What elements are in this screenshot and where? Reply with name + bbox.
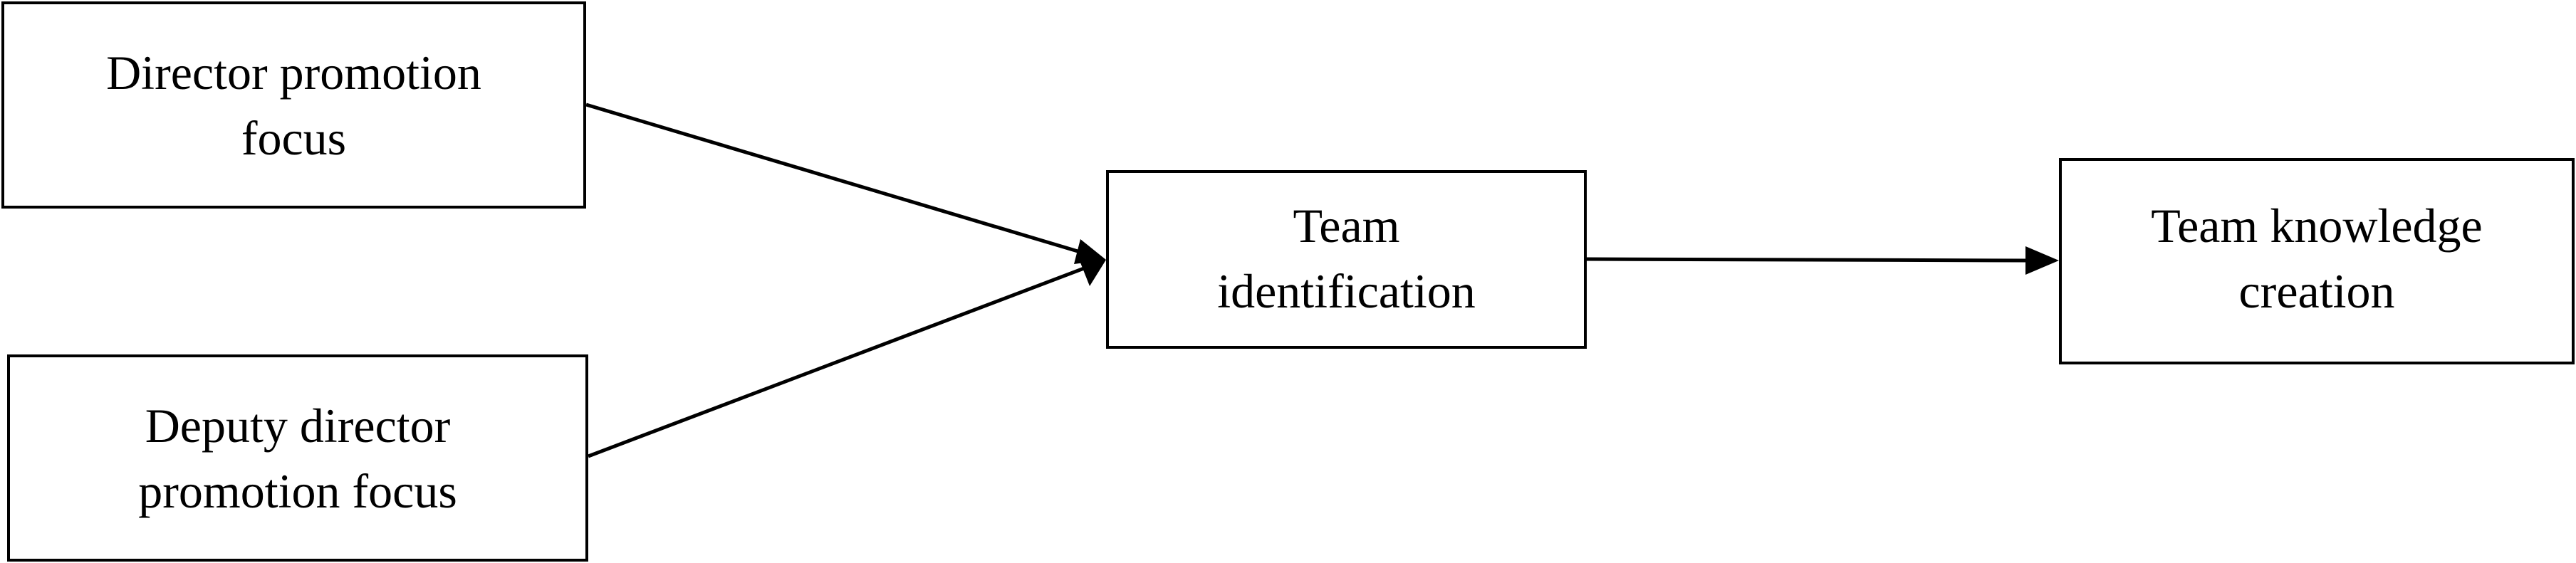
node-label: Team identification [1217, 198, 1476, 318]
node-director-promotion-focus: Director promotion focus [1, 1, 586, 209]
node-label: Team knowledge creation [2151, 199, 2483, 318]
arrow-line [585, 102, 1083, 255]
edge-director-to-identification [585, 102, 1106, 264]
edge-deputy-to-identification [588, 259, 1106, 458]
node-label: Deputy director promotion focus [138, 398, 457, 518]
arrowhead-icon [2025, 246, 2059, 275]
arrowhead-icon [1074, 239, 1106, 264]
arrow-line [1586, 257, 2028, 263]
edge-identification-to-knowledge [1586, 246, 2059, 275]
arrow-line [588, 266, 1085, 458]
node-team-knowledge-creation: Team knowledge creation [2059, 158, 2575, 364]
arrowhead-icon [1079, 259, 1106, 286]
node-team-identification: Team identification [1106, 170, 1587, 349]
node-label: Director promotion focus [106, 45, 481, 165]
node-deputy-director-promotion-focus: Deputy director promotion focus [7, 354, 588, 562]
